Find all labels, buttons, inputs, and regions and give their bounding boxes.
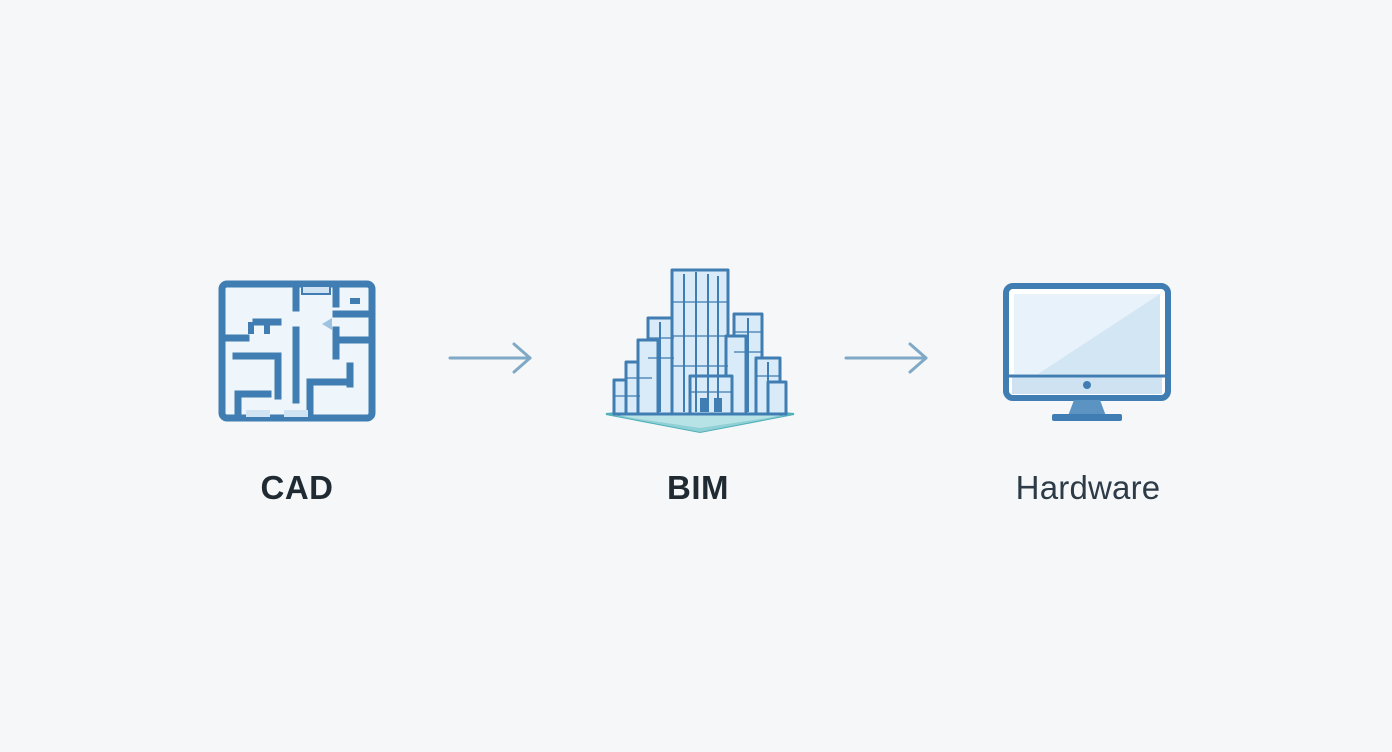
- step-label-cad: CAD: [260, 469, 334, 506]
- step-label-hardware: Hardware: [1015, 469, 1161, 506]
- arrow-right-icon: [844, 342, 928, 374]
- floor-plan-icon: [218, 280, 376, 422]
- arrow-right-icon: [448, 342, 532, 374]
- building-model-icon: [605, 268, 795, 434]
- monitor-icon: [1003, 283, 1171, 421]
- step-label-bim: BIM: [667, 469, 729, 506]
